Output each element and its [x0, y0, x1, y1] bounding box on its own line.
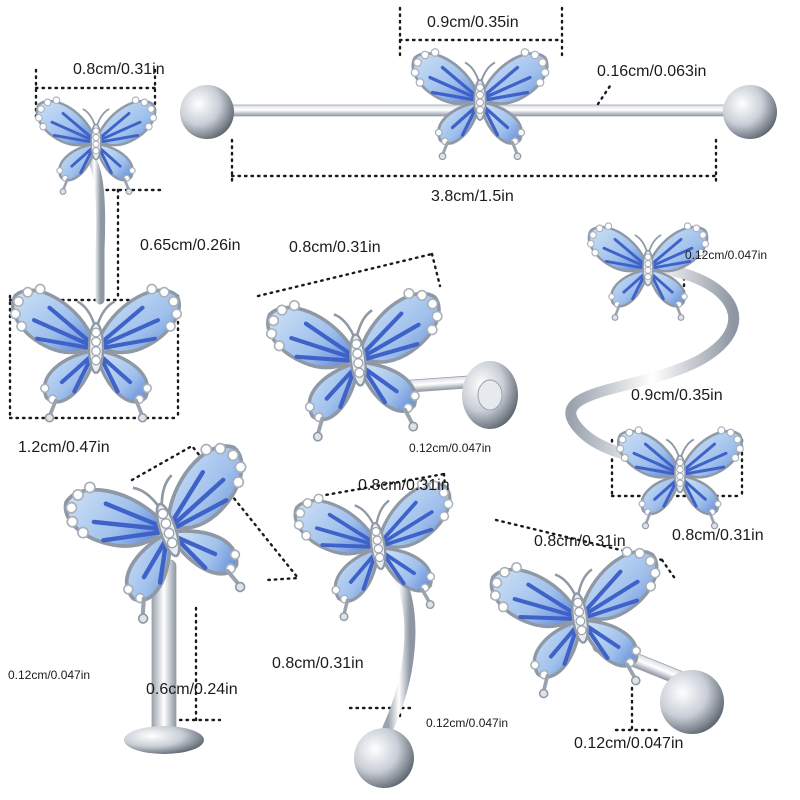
threaded-stud	[487, 543, 724, 734]
threaded-butterfly	[487, 543, 675, 703]
industrial-barbell	[180, 47, 777, 162]
curved-gauge-label: 0.12cm/0.047in	[426, 716, 509, 730]
curved-width-label: 0.8cm/0.31in	[358, 477, 450, 494]
stud-butterfly	[264, 286, 454, 445]
flat-back-stud	[264, 286, 518, 445]
curved-barbell	[288, 474, 469, 788]
belly-ring	[11, 95, 182, 422]
spiral-width-label: 0.8cm/0.31in	[672, 527, 764, 544]
flat-stud-width-label: 0.8cm/0.31in	[289, 239, 381, 256]
belly-top-width-label: 0.8cm/0.31in	[73, 61, 165, 78]
barbell-butterfly-width-label: 0.9cm/0.35in	[427, 14, 519, 31]
flat-stud-gauge-label: 0.12cm/0.047in	[409, 441, 492, 455]
barbell-ball-left	[180, 85, 234, 139]
barbell-butterfly	[409, 47, 551, 162]
labret-gauge-label: 0.12cm/0.047in	[8, 668, 91, 682]
curved-butterfly	[288, 474, 469, 628]
belly-bar-length-label: 0.65cm/0.26in	[140, 237, 241, 254]
belly-butterfly-bottom	[11, 284, 182, 421]
barbell-ball-right	[723, 85, 777, 139]
spiral-length-label: 0.9cm/0.35in	[631, 387, 723, 404]
curved-length-label: 0.8cm/0.31in	[272, 655, 364, 672]
labret	[58, 435, 282, 754]
spiral-gauge-label: 0.12cm/0.047in	[685, 248, 768, 262]
spiral-twist	[565, 221, 745, 531]
labret-length-label: 0.6cm/0.24in	[146, 681, 238, 698]
barbell-gauge-label: 0.16cm/0.063in	[597, 63, 707, 80]
barbell-length-label: 3.8cm/1.5in	[431, 188, 514, 205]
threaded-width-label: 0.8cm/0.31in	[534, 533, 626, 550]
threaded-gauge-label: 0.12cm/0.047in	[574, 735, 684, 752]
belly-bottom-width-label: 1.2cm/0.47in	[18, 439, 110, 456]
spiral-butterfly-bottom	[615, 425, 745, 531]
